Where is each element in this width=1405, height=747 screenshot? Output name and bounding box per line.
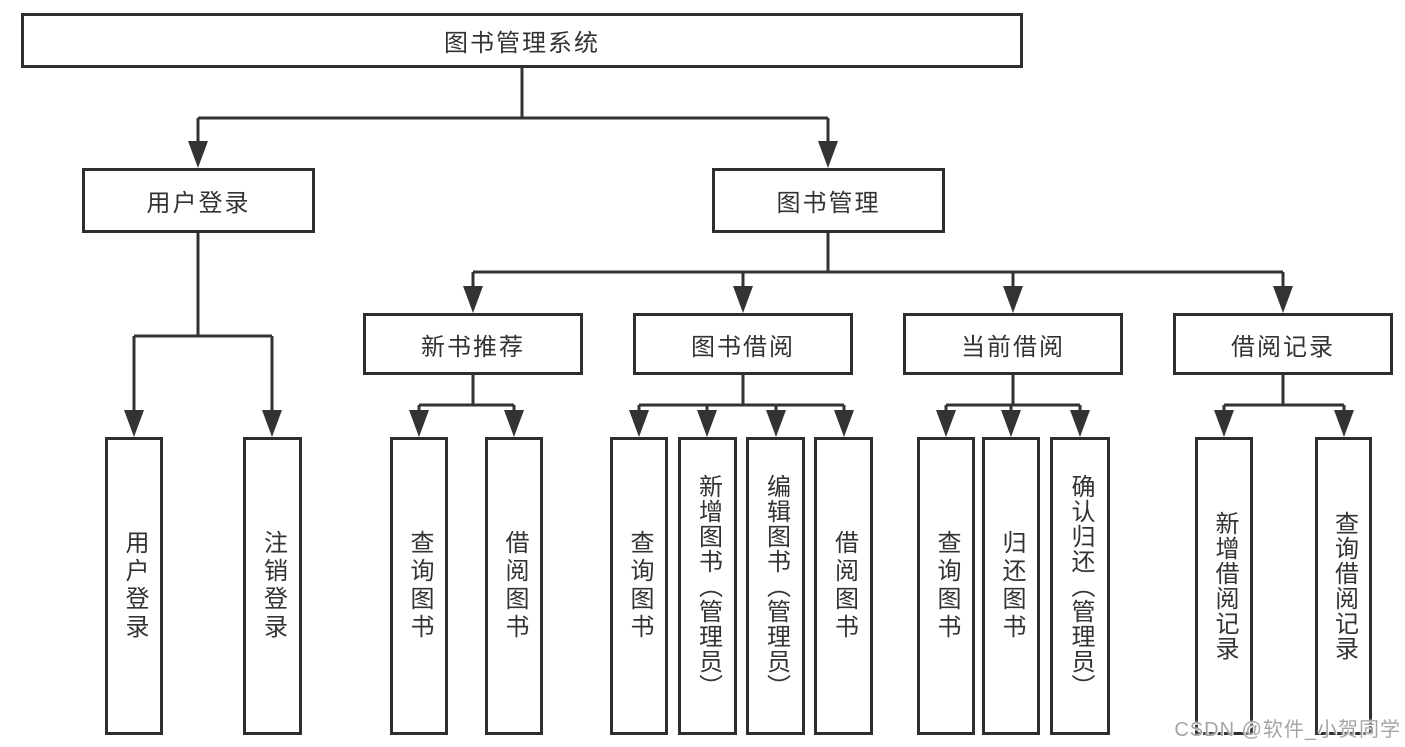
leaf-query-books-current-label: 查询图书: [933, 530, 960, 642]
leaf-borrow-books-borrowing: 借阅图书: [814, 437, 873, 735]
node-new-book-recommend: 新书推荐: [363, 313, 583, 375]
node-borrowing-records: 借阅记录: [1173, 313, 1393, 375]
leaf-borrow-books-recommend: 借阅图书: [485, 437, 543, 735]
leaf-query-books-borrowing-label: 查询图书: [626, 530, 653, 642]
leaf-query-books-recommend-label: 查询图书: [406, 530, 433, 642]
leaf-user-login-label: 用户登录: [121, 530, 148, 642]
leaf-add-book-admin-label: 新增图书（管理员）: [694, 473, 722, 699]
node-user-login-label: 用户登录: [146, 190, 251, 217]
leaf-query-borrow-record: 查询借阅记录: [1315, 437, 1372, 735]
node-root-label: 图书管理系统: [444, 30, 600, 57]
leaf-edit-book-admin-label: 编辑图书（管理员）: [762, 473, 790, 699]
node-borrowing-records-label: 借阅记录: [1231, 333, 1335, 361]
arrowheads: [124, 141, 1354, 437]
node-current-borrowing: 当前借阅: [903, 313, 1123, 375]
node-book-management-label: 图书管理: [776, 190, 881, 217]
leaf-confirm-return-admin-label: 确认归还（管理员）: [1067, 473, 1094, 699]
leaf-edit-book-admin: 编辑图书（管理员）: [746, 437, 805, 735]
leaf-query-borrow-record-label: 查询借阅记录: [1330, 511, 1358, 661]
leaf-logout: 注销登录: [243, 437, 302, 735]
leaf-add-borrow-record: 新增借阅记录: [1195, 437, 1253, 735]
leaf-logout-label: 注销登录: [259, 530, 287, 642]
node-root: 图书管理系统: [21, 13, 1023, 68]
leaf-query-books-borrowing: 查询图书: [610, 437, 668, 735]
node-book-management: 图书管理: [712, 168, 945, 233]
node-current-borrowing-label: 当前借阅: [961, 333, 1065, 361]
leaf-borrow-books-borrowing-label: 借阅图书: [830, 530, 858, 642]
leaf-query-books-current: 查询图书: [917, 437, 975, 735]
leaf-query-books-recommend: 查询图书: [390, 437, 448, 735]
leaf-add-borrow-record-label: 新增借阅记录: [1211, 511, 1238, 661]
leaf-add-book-admin: 新增图书（管理员）: [678, 437, 737, 735]
node-new-book-recommend-label: 新书推荐: [421, 333, 525, 361]
leaf-borrow-books-recommend-label: 借阅图书: [501, 530, 528, 642]
leaf-return-book: 归还图书: [982, 437, 1040, 735]
node-book-borrowing-label: 图书借阅: [691, 333, 795, 361]
leaf-confirm-return-admin: 确认归还（管理员）: [1050, 437, 1110, 735]
leaf-return-book-label: 归还图书: [998, 530, 1025, 642]
csdn-watermark: CSDN @软件_小贺同学: [1174, 719, 1401, 741]
leaf-user-login: 用户登录: [105, 437, 163, 735]
node-book-borrowing: 图书借阅: [633, 313, 853, 375]
node-user-login: 用户登录: [82, 168, 315, 233]
